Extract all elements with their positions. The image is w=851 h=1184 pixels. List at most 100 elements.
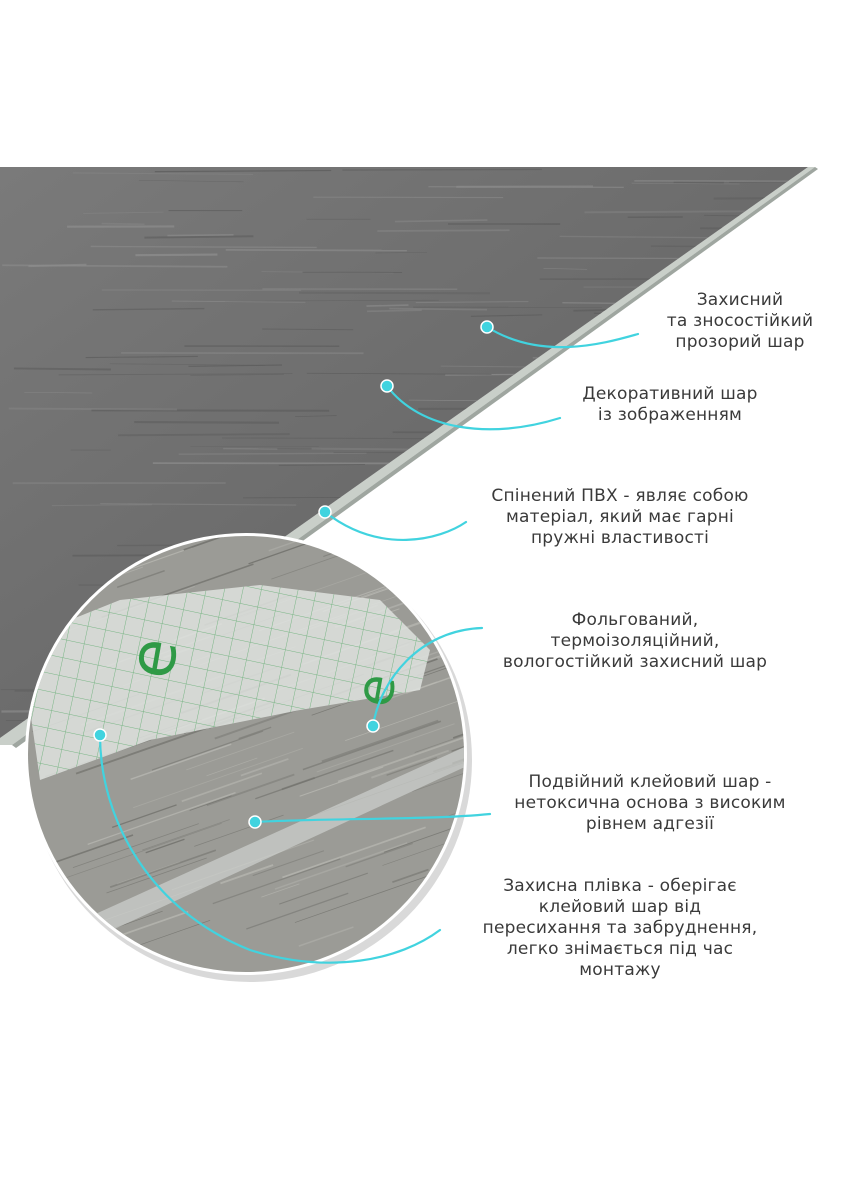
texture-stroke <box>412 769 464 792</box>
grain-stroke <box>646 702 808 705</box>
grain-stroke <box>178 452 367 455</box>
texture-stroke <box>206 757 258 777</box>
label-line: клейовий шар від <box>538 897 702 917</box>
texture-stroke <box>337 731 464 783</box>
label-line: та зносостійкий <box>666 311 814 331</box>
grain-stroke <box>101 222 145 226</box>
texture-stroke <box>321 719 439 763</box>
grain-stroke <box>134 420 279 424</box>
label-line: Спінений ПВХ - являє собою <box>491 486 749 506</box>
texture-stroke <box>302 720 442 771</box>
grain-stroke <box>295 415 337 417</box>
texture-stroke <box>214 708 300 740</box>
texture-stroke <box>145 838 185 854</box>
texture-stroke <box>371 749 450 779</box>
label-foil-layer: Фольгований, термоізоляційний, вологості… <box>470 610 800 673</box>
grain-stroke <box>720 674 808 678</box>
grain-stroke <box>713 196 808 200</box>
texture-stroke <box>281 776 316 791</box>
texture-stroke <box>72 823 199 868</box>
grain-stroke <box>463 468 589 472</box>
texture-stroke <box>186 731 295 771</box>
grain-stroke <box>650 245 803 248</box>
texture-stroke <box>238 726 272 740</box>
dot-protective-layer <box>480 320 494 334</box>
label-line: Подвійний клейовий шар - <box>528 772 772 792</box>
texture-stroke <box>116 570 165 588</box>
grain-stroke <box>100 503 297 506</box>
grain-stroke <box>342 168 542 171</box>
texture-stroke <box>128 546 193 571</box>
grain-stroke <box>497 595 664 599</box>
leader-foam-layer <box>323 510 468 541</box>
grain-stroke <box>299 291 491 295</box>
grain-stroke <box>24 392 93 394</box>
grain-stroke <box>426 448 492 451</box>
grain-stroke <box>167 234 234 237</box>
texture-stroke <box>268 536 321 552</box>
texture-stroke <box>386 757 438 776</box>
grain-stroke <box>262 328 354 331</box>
texture-stroke <box>183 536 350 551</box>
label-line: Захисний <box>696 290 784 310</box>
grain-stroke <box>135 253 218 257</box>
texture-stroke <box>405 635 464 694</box>
grain-stroke <box>92 307 205 311</box>
texture-stroke <box>462 551 464 610</box>
grain-stroke <box>536 701 676 704</box>
dot-adhesive-layer <box>248 815 262 829</box>
texture-stroke <box>279 872 369 905</box>
texture-stroke <box>345 842 413 868</box>
grain-stroke <box>367 309 422 313</box>
texture-stroke <box>181 772 263 803</box>
grain-stroke <box>561 426 676 430</box>
grain-stroke <box>394 219 488 223</box>
texture-stroke <box>109 849 217 888</box>
texture-stroke <box>392 868 429 883</box>
label-line: Захисна плівка - оберігає <box>503 876 737 896</box>
texture-stroke <box>316 723 455 773</box>
texture-stroke <box>445 803 464 818</box>
grain-stroke <box>377 229 510 232</box>
grain-stroke <box>428 186 624 188</box>
label-line: пружні властивості <box>530 528 710 548</box>
grain-stroke <box>8 407 177 411</box>
leader-protective-layer <box>485 325 640 349</box>
grain-stroke <box>258 448 322 450</box>
texture-stroke <box>246 892 349 930</box>
texture-stroke <box>299 766 384 797</box>
grain-stroke <box>543 268 588 270</box>
grain-stroke <box>469 721 615 723</box>
texture-stroke <box>323 536 455 557</box>
grain-stroke <box>673 181 724 184</box>
leader-decorative-layer <box>385 384 562 431</box>
texture-stroke <box>274 842 408 890</box>
grain-stroke <box>85 355 198 359</box>
label-line: вологостійкий захисний шар <box>502 652 768 672</box>
grain-stroke <box>702 599 808 602</box>
texture-stroke <box>252 850 325 877</box>
grain-stroke <box>83 211 164 214</box>
grain-stroke <box>138 180 244 183</box>
leader-foil-layer <box>371 626 484 728</box>
texture-stroke <box>451 711 464 765</box>
texture-stroke <box>133 747 303 809</box>
grain-stroke <box>389 307 488 311</box>
texture-stroke <box>261 883 300 898</box>
label-line: із зображенням <box>597 405 743 425</box>
grain-stroke <box>415 300 529 304</box>
texture-stroke <box>151 730 264 771</box>
grain-stroke <box>584 210 771 214</box>
texture-stroke <box>451 701 464 752</box>
label-line: прозорий шар <box>675 332 805 352</box>
texture-stroke <box>248 536 349 565</box>
texture-stroke <box>87 792 236 845</box>
label-line: пересихання та забруднення, <box>482 918 758 938</box>
grain-stroke <box>109 363 266 366</box>
grain-stroke <box>607 719 808 722</box>
texture-stroke <box>282 826 426 879</box>
grain-stroke <box>375 251 427 254</box>
label-line: нетоксична основа з високим <box>514 793 786 813</box>
label-adhesive-layer: Подвійний клейовий шар - нетоксична осно… <box>480 772 820 835</box>
